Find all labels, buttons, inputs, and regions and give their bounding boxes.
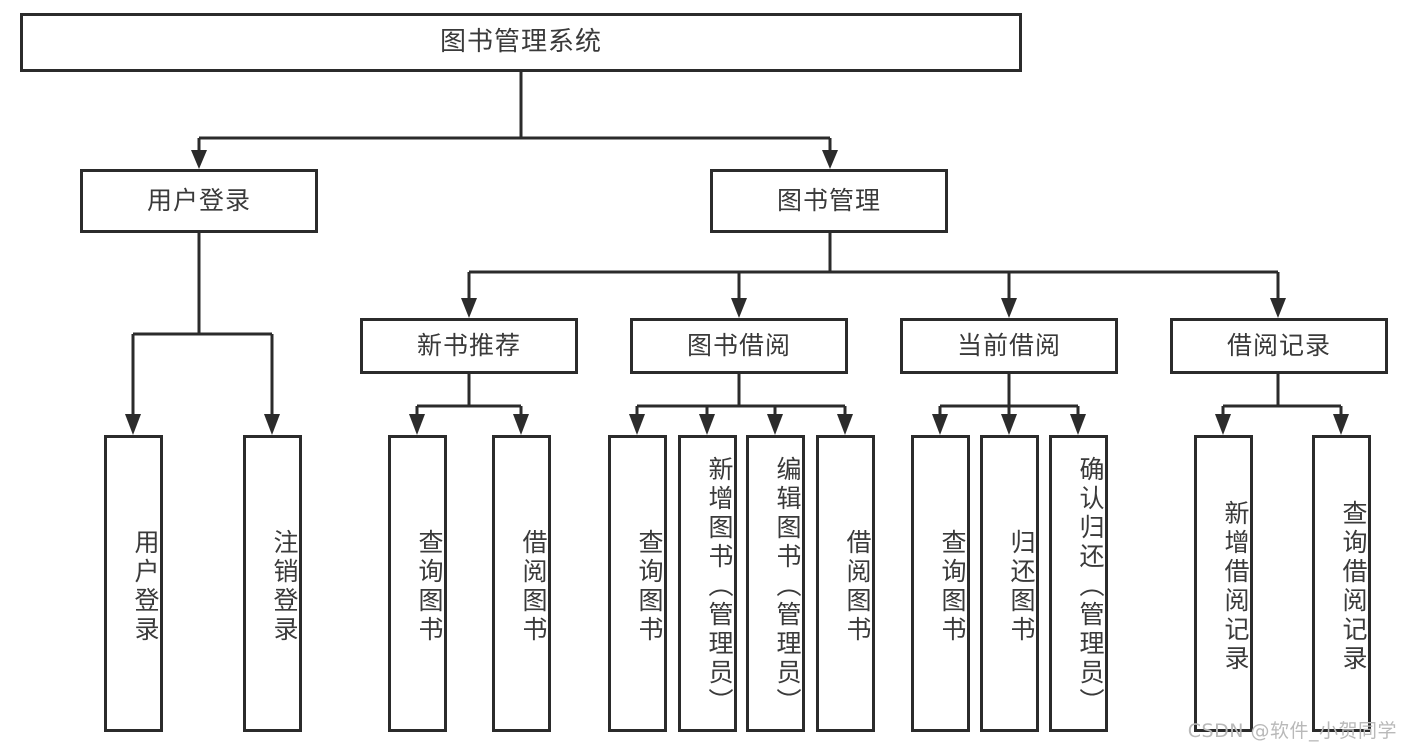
arrow-br-leaf2	[1333, 414, 1349, 435]
leaf-current-borrow-return[interactable]: 归还图书	[980, 435, 1039, 732]
arrow-cb-leaf2	[1001, 414, 1017, 435]
arrow-leaf-user-login	[125, 414, 141, 435]
leaf-book-borrow-add[interactable]: 新增图书（管理员）	[678, 435, 737, 732]
leaf-book-borrow-borrow[interactable]: 借阅图书	[816, 435, 875, 732]
node-label: 查询图书	[635, 528, 664, 645]
arrow-nb-leaf1	[409, 414, 425, 435]
watermark-text: CSDN @软件_小贺同学	[1187, 720, 1397, 742]
arrow-leaf-logout	[264, 414, 280, 435]
arrow-br-leaf1	[1215, 414, 1231, 435]
node-label: 归还图书	[1007, 528, 1036, 645]
node-label: 查询借阅记录	[1339, 499, 1368, 674]
node-borrowing-records[interactable]: 借阅记录	[1170, 318, 1388, 374]
node-label: 新增借阅记录	[1221, 499, 1250, 674]
node-new-book-recommendation[interactable]: 新书推荐	[360, 318, 578, 374]
node-label: 注销登录	[270, 528, 299, 645]
leaf-current-borrow-query[interactable]: 查询图书	[911, 435, 970, 732]
leaf-current-borrow-confirm-return[interactable]: 确认归还（管理员）	[1049, 435, 1108, 732]
node-label: 用户登录	[146, 186, 251, 216]
arrow-to-book-mgmt	[822, 150, 838, 169]
node-label: 当前借阅	[956, 331, 1061, 361]
arrow-to-current-borrow	[1001, 298, 1017, 318]
arrow-bb-leaf4	[837, 414, 853, 435]
leaf-record-query[interactable]: 查询借阅记录	[1312, 435, 1371, 732]
node-label: 编辑图书（管理员）	[773, 456, 802, 717]
arrow-to-borrow-book	[731, 298, 747, 318]
leaf-book-borrow-query[interactable]: 查询图书	[608, 435, 667, 732]
node-label: 借阅图书	[843, 528, 872, 645]
leaf-record-add[interactable]: 新增借阅记录	[1194, 435, 1253, 732]
arrow-cb-leaf1	[932, 414, 948, 435]
node-label: 查询图书	[938, 528, 967, 645]
leaf-user-login-login[interactable]: 用户登录	[104, 435, 163, 732]
node-label: 用户登录	[131, 528, 160, 645]
leaf-book-borrow-edit[interactable]: 编辑图书（管理员）	[746, 435, 805, 732]
node-root-book-management-system[interactable]: 图书管理系统	[20, 13, 1022, 72]
node-label: 新书推荐	[416, 331, 521, 361]
arrow-cb-leaf3	[1070, 414, 1086, 435]
leaf-new-book-query[interactable]: 查询图书	[388, 435, 447, 732]
node-label: 借阅图书	[519, 528, 548, 645]
node-label: 确认归还（管理员）	[1076, 456, 1105, 717]
arrow-to-borrow-record	[1270, 298, 1286, 318]
node-user-login[interactable]: 用户登录	[80, 169, 318, 233]
leaf-user-login-logout[interactable]: 注销登录	[243, 435, 302, 732]
leaf-new-book-borrow[interactable]: 借阅图书	[492, 435, 551, 732]
node-label: 新增图书（管理员）	[705, 456, 734, 717]
arrow-to-user-login	[191, 150, 207, 169]
node-label: 查询图书	[415, 528, 444, 645]
node-label: 图书管理	[776, 186, 881, 216]
arrow-to-new-book	[461, 298, 477, 318]
node-label: 借阅记录	[1226, 331, 1331, 361]
arrow-nb-leaf2	[513, 414, 529, 435]
arrow-bb-leaf2	[699, 414, 715, 435]
node-label: 图书借阅	[686, 331, 791, 361]
arrow-bb-leaf1	[629, 414, 645, 435]
node-book-borrowing[interactable]: 图书借阅	[630, 318, 848, 374]
node-book-management[interactable]: 图书管理	[710, 169, 948, 233]
node-current-borrowing[interactable]: 当前借阅	[900, 318, 1118, 374]
node-label: 图书管理系统	[439, 27, 602, 58]
arrow-bb-leaf3	[767, 414, 783, 435]
